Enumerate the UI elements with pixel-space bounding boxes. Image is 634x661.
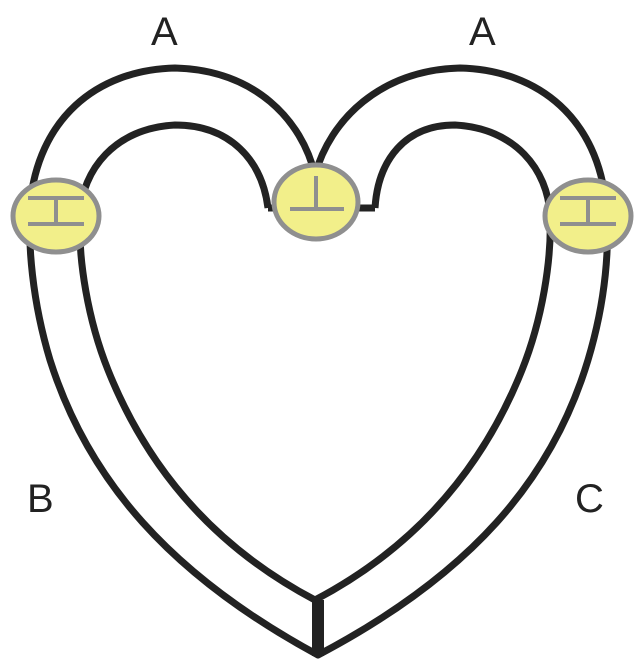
outer-heart-outline <box>30 68 608 655</box>
junction-highlight-right <box>545 180 631 252</box>
label-c: C <box>575 479 604 519</box>
label-a-right: A <box>469 12 496 52</box>
junction-highlight-left <box>13 180 99 252</box>
label-a-left: A <box>151 12 178 52</box>
label-b: B <box>27 479 54 519</box>
junction-highlight-center <box>274 165 358 239</box>
